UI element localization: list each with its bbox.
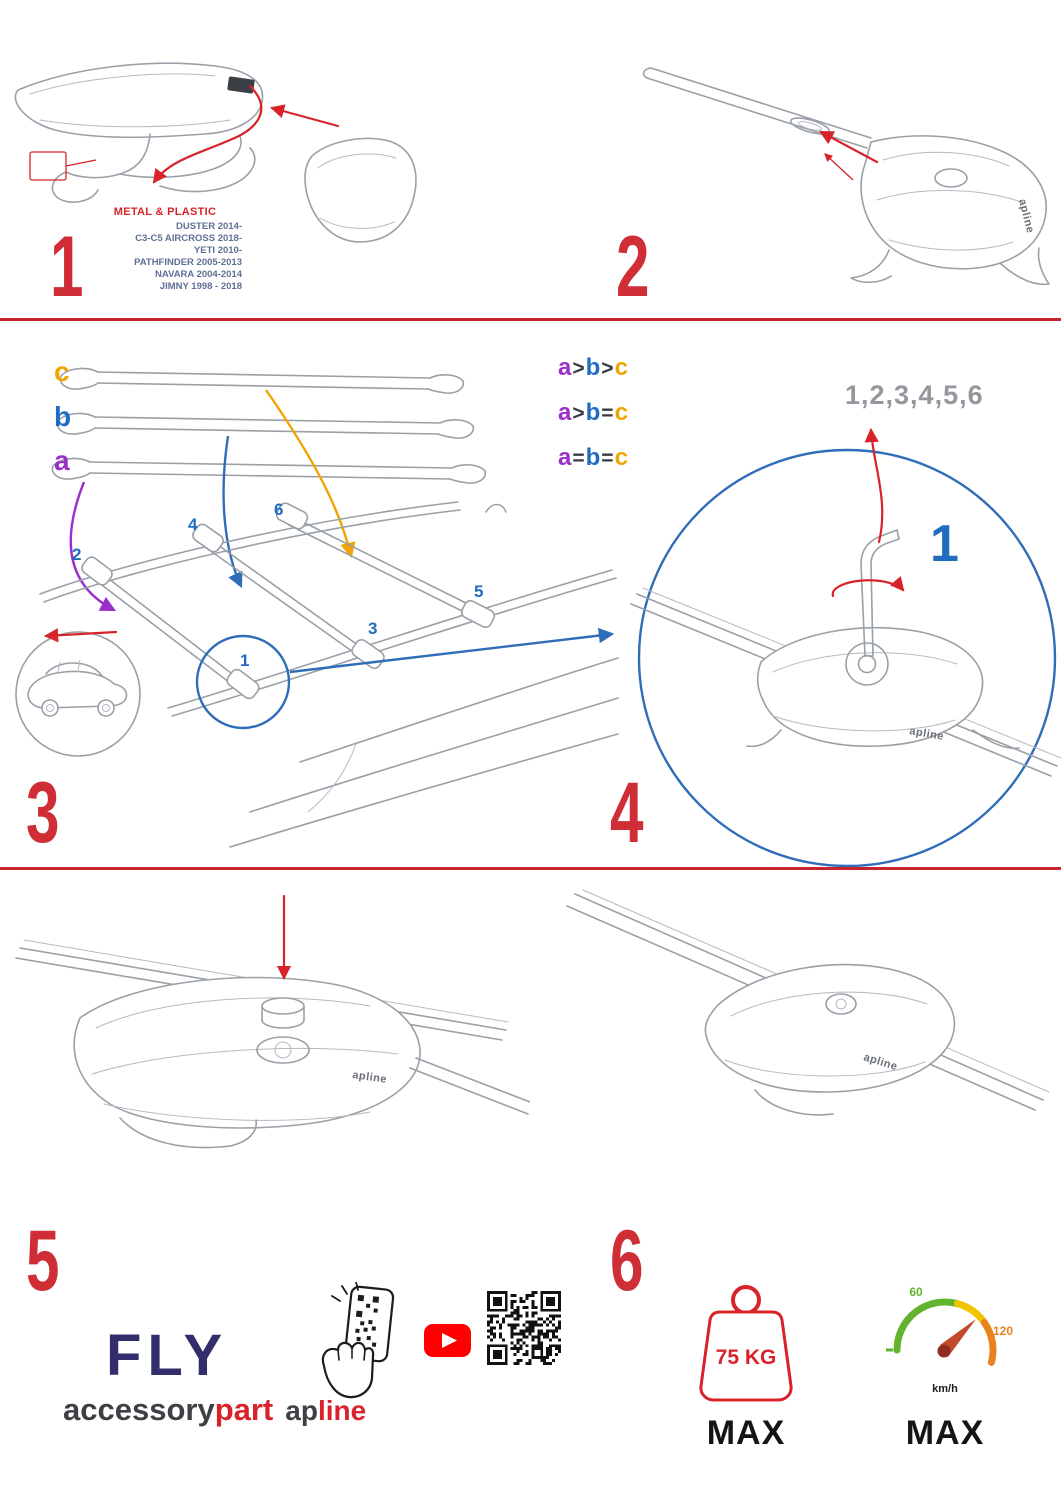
max-weight-label: MAX bbox=[706, 1414, 786, 1452]
qr-code bbox=[487, 1291, 561, 1365]
cover-to-foot-arrow bbox=[269, 104, 340, 128]
bar-label-a: a bbox=[54, 445, 70, 476]
legend-b: b bbox=[585, 399, 602, 426]
max-speed-label: MAX bbox=[905, 1414, 985, 1452]
magnifier-circle bbox=[637, 448, 1057, 867]
roof-position-2: 2 bbox=[72, 545, 82, 564]
product-logo: apline bbox=[352, 1069, 388, 1086]
legend-op: = bbox=[601, 447, 615, 470]
legend-b: b bbox=[585, 444, 602, 471]
step-number-5: 5 bbox=[26, 1213, 59, 1309]
legend-a: a bbox=[558, 399, 573, 426]
legend-a: a bbox=[558, 354, 573, 381]
crossbar-a bbox=[51, 457, 487, 484]
foot-front-arrow bbox=[152, 84, 263, 184]
roof-position-3: 3 bbox=[368, 619, 378, 638]
roof-position-4: 4 bbox=[188, 515, 198, 534]
vehicle-item: PATHFINDER 2005-2013 bbox=[134, 257, 242, 268]
rotation-arrow bbox=[831, 576, 905, 598]
roof-placement-drawing bbox=[15, 367, 619, 848]
roof-position-6: 6 bbox=[274, 500, 284, 519]
step-number-6: 6 bbox=[610, 1213, 643, 1309]
step-number-4: 4 bbox=[610, 765, 643, 861]
bar-c-route-arrow bbox=[265, 389, 356, 559]
crossbar-c bbox=[59, 367, 465, 394]
insert-arrow bbox=[819, 130, 879, 164]
vehicle-item: DUSTER 2014- bbox=[176, 221, 242, 232]
max-weight-value: 75 KG bbox=[716, 1346, 777, 1369]
youtube-icon bbox=[424, 1324, 471, 1357]
sequence-arrow bbox=[864, 427, 884, 544]
legend-op: = bbox=[572, 447, 586, 470]
product-name: FLY bbox=[106, 1323, 229, 1388]
legend-c: c bbox=[614, 444, 629, 471]
section-divider bbox=[0, 867, 1061, 870]
roof-position-1: 1 bbox=[240, 651, 250, 670]
step-number-2: 2 bbox=[616, 219, 649, 315]
bar-insert-drawing: apline bbox=[642, 67, 1050, 286]
detail-reference-arrow bbox=[289, 627, 615, 674]
bar-b-route-arrow bbox=[222, 435, 243, 589]
sequence-step-highlight: 1 bbox=[930, 515, 959, 573]
foot-exploded-drawing bbox=[14, 62, 417, 243]
lock-knob bbox=[261, 997, 305, 1029]
brand-accessory: accessory bbox=[63, 1392, 215, 1427]
legend-op: > bbox=[572, 357, 586, 380]
legend-row: a>b=c bbox=[558, 399, 629, 444]
vehicle-item: JIMNY 1998 - 2018 bbox=[159, 281, 242, 292]
brand-part: part bbox=[214, 1392, 274, 1427]
legend-op: > bbox=[572, 402, 586, 425]
position-1-circle bbox=[195, 634, 291, 730]
direction-arrow bbox=[43, 628, 118, 643]
roof-position-5: 5 bbox=[474, 582, 484, 601]
bar-label-c: c bbox=[54, 356, 70, 387]
mounted-foot-drawing: apline bbox=[566, 889, 1050, 1116]
legend-op: = bbox=[601, 402, 615, 425]
speed-high-label: 120 bbox=[993, 1324, 1013, 1338]
section-divider bbox=[0, 318, 1061, 321]
legend-c: c bbox=[614, 354, 629, 381]
speed-unit-label: km/h bbox=[932, 1383, 958, 1395]
material-label: METAL & PLASTIC bbox=[113, 206, 217, 218]
speed-low-label: 60 bbox=[909, 1285, 923, 1299]
product-logo: apline bbox=[908, 725, 944, 743]
crossbar-b bbox=[56, 412, 475, 439]
logo-patch bbox=[227, 76, 255, 94]
legend-b: b bbox=[585, 354, 602, 381]
tightening-sequence: 1,2,3,4,5,6 bbox=[845, 380, 984, 410]
car-inset bbox=[15, 628, 141, 757]
knob-press-drawing: apline bbox=[15, 894, 530, 1149]
legend-row: a=b=c bbox=[558, 444, 629, 489]
step-number-3: 3 bbox=[26, 765, 59, 861]
tightening-detail-drawing: apline bbox=[630, 427, 1061, 867]
vehicle-item: NAVARA 2004-2014 bbox=[155, 269, 242, 280]
max-weight-icon: 75 KG bbox=[699, 1285, 793, 1402]
material-spec: METAL & PLASTIC DUSTER 2014- C3-C5 AIRCR… bbox=[88, 206, 242, 293]
length-legend: a>b>c a>b=c a=b=c bbox=[558, 354, 629, 489]
legend-a: a bbox=[558, 444, 573, 471]
step-number-1: 1 bbox=[50, 219, 83, 315]
brand-ap: ap bbox=[285, 1395, 318, 1426]
allen-key bbox=[860, 529, 900, 657]
legend-c: c bbox=[614, 399, 629, 426]
vehicle-item: C3-C5 AIRCROSS 2018- bbox=[135, 233, 242, 244]
max-speed-icon: 60 120 km/h bbox=[886, 1285, 1013, 1395]
legend-op: > bbox=[601, 357, 615, 380]
bar-a-route-arrow bbox=[69, 481, 117, 612]
brand-line: line bbox=[317, 1395, 367, 1426]
legend-row: a>b>c bbox=[558, 354, 629, 399]
vehicle-item: YETI 2010- bbox=[193, 245, 242, 256]
scan-qr-phone-icon bbox=[321, 1282, 395, 1399]
bar-label-b: b bbox=[54, 401, 72, 432]
